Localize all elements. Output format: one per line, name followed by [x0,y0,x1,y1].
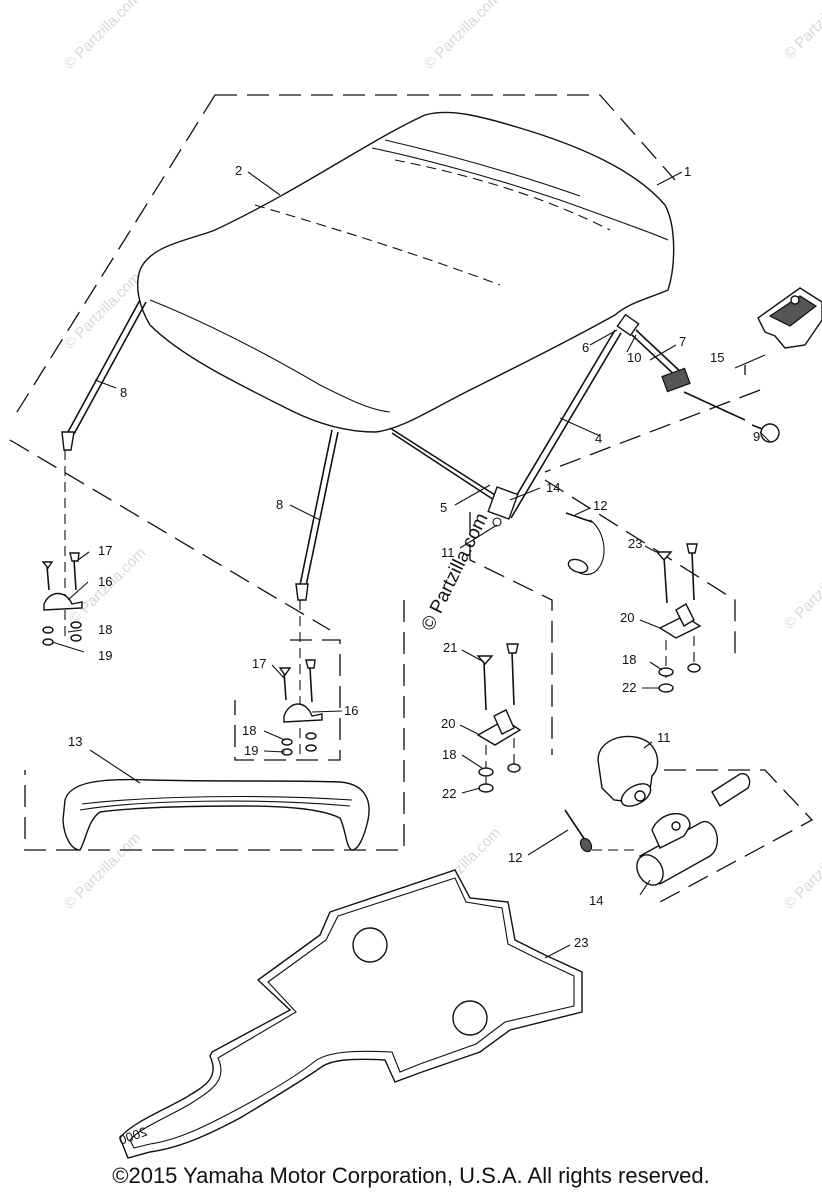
callout-18b: 18 [242,723,256,738]
center-watermark: © Partzilla.com [418,510,493,634]
watermark: © Partzilla.com [781,829,822,912]
callout-22b: 22 [442,786,456,801]
watermark: © Partzilla.com [61,0,144,73]
detail-joint-group [564,735,814,903]
callout-7: 7 [679,334,686,349]
callout-22a: 22 [622,680,636,695]
callout-12b: 12 [508,850,522,865]
watermark: © Partzilla.com [781,549,822,632]
callout-5: 5 [440,500,447,515]
callout-8a: 8 [120,385,127,400]
callout-21: 21 [443,640,457,655]
callouts: 1 2 4 5 6 7 8 8 9 10 11 11 12 12 13 14 1… [68,163,760,950]
callout-18a: 18 [98,622,112,637]
copyright-notice: ©2015 Yamaha Motor Corporation, U.S.A. A… [112,1163,710,1188]
callout-9: 9 [753,429,760,444]
callout-11b: 11 [657,730,671,745]
leader-lines [51,171,771,959]
callout-17b: 17 [252,656,266,671]
assembly-outline [9,94,761,851]
callout-6: 6 [582,340,589,355]
callout-18d: 18 [442,747,456,762]
callout-19a: 19 [98,648,112,663]
callout-12a: 12 [593,498,607,513]
callout-15: 15 [710,350,724,365]
hinge-group-right [544,479,736,693]
callout-4: 4 [595,431,602,446]
callout-23a: 23 [628,536,642,551]
callout-19b: 19 [244,743,258,758]
callout-16a: 16 [98,574,112,589]
callout-23b: 23 [574,935,588,950]
watermark: © Partzilla.com [421,0,504,73]
part-15-grip [757,287,822,349]
callout-20a: 20 [620,610,634,625]
callout-13: 13 [68,734,82,749]
watermark: © Partzilla.com [61,269,144,352]
callout-8b: 8 [276,497,283,512]
hinge-group-center [469,512,553,793]
bracket-group-front [234,600,341,761]
callout-11a: 11 [441,545,455,560]
bimini-canopy [137,111,675,433]
part-13-boot [62,778,370,851]
callout-17a: 17 [98,543,112,558]
watermark: © Partzilla.com [781,0,822,63]
frame-tubes [61,299,746,601]
callout-14a: 14 [546,480,560,495]
callout-1: 1 [684,164,691,179]
bracket-group-left [41,450,83,646]
part-23-mat: 2000 [117,869,583,1159]
callout-18c: 18 [622,652,636,667]
part-12-pin [565,512,605,575]
callout-14b: 14 [589,893,603,908]
callout-16b: 16 [344,703,358,718]
callout-20b: 20 [441,716,455,731]
callout-10: 10 [627,350,641,365]
callout-2: 2 [235,163,242,178]
